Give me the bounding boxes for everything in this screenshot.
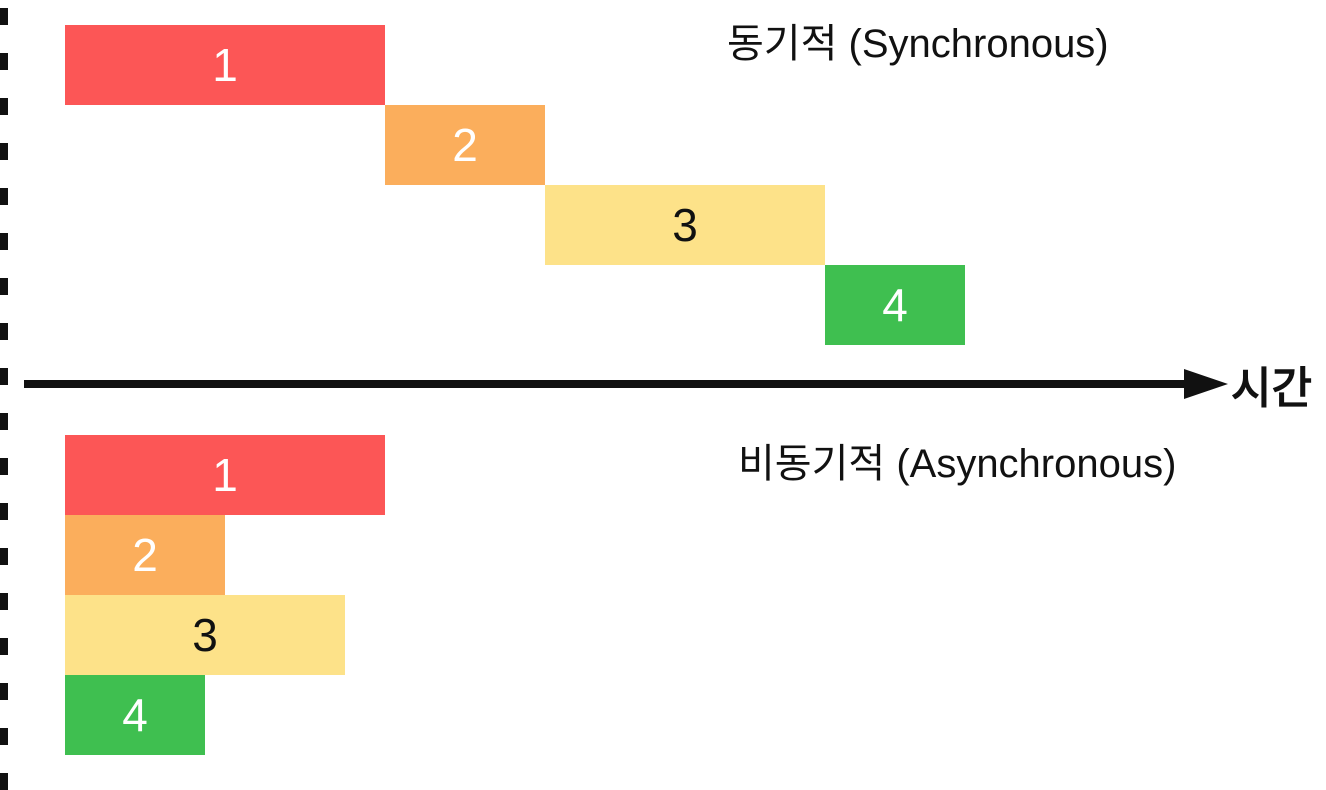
- asynchronous-section-title: 비동기적 (Asynchronous): [738, 442, 1177, 486]
- time-start-dashed-line: [0, 0, 8, 790]
- task-bar-asynchronous-1: 1: [65, 435, 385, 515]
- task-bar-synchronous-1: 1: [65, 25, 385, 105]
- task-bar-asynchronous-2: 2: [65, 515, 225, 595]
- arrowhead-icon: [1184, 369, 1228, 399]
- task-bar-synchronous-3: 3: [545, 185, 825, 265]
- task-bar-synchronous-2: 2: [385, 105, 545, 185]
- synchronous-section-title: 동기적 (Synchronous): [727, 22, 1109, 66]
- task-bar-asynchronous-3: 3: [65, 595, 345, 675]
- time-axis-label: 시간: [1231, 364, 1312, 413]
- task-bar-synchronous-4: 4: [825, 265, 965, 345]
- time-axis-line: [24, 380, 1190, 388]
- task-bar-asynchronous-4: 4: [65, 675, 205, 755]
